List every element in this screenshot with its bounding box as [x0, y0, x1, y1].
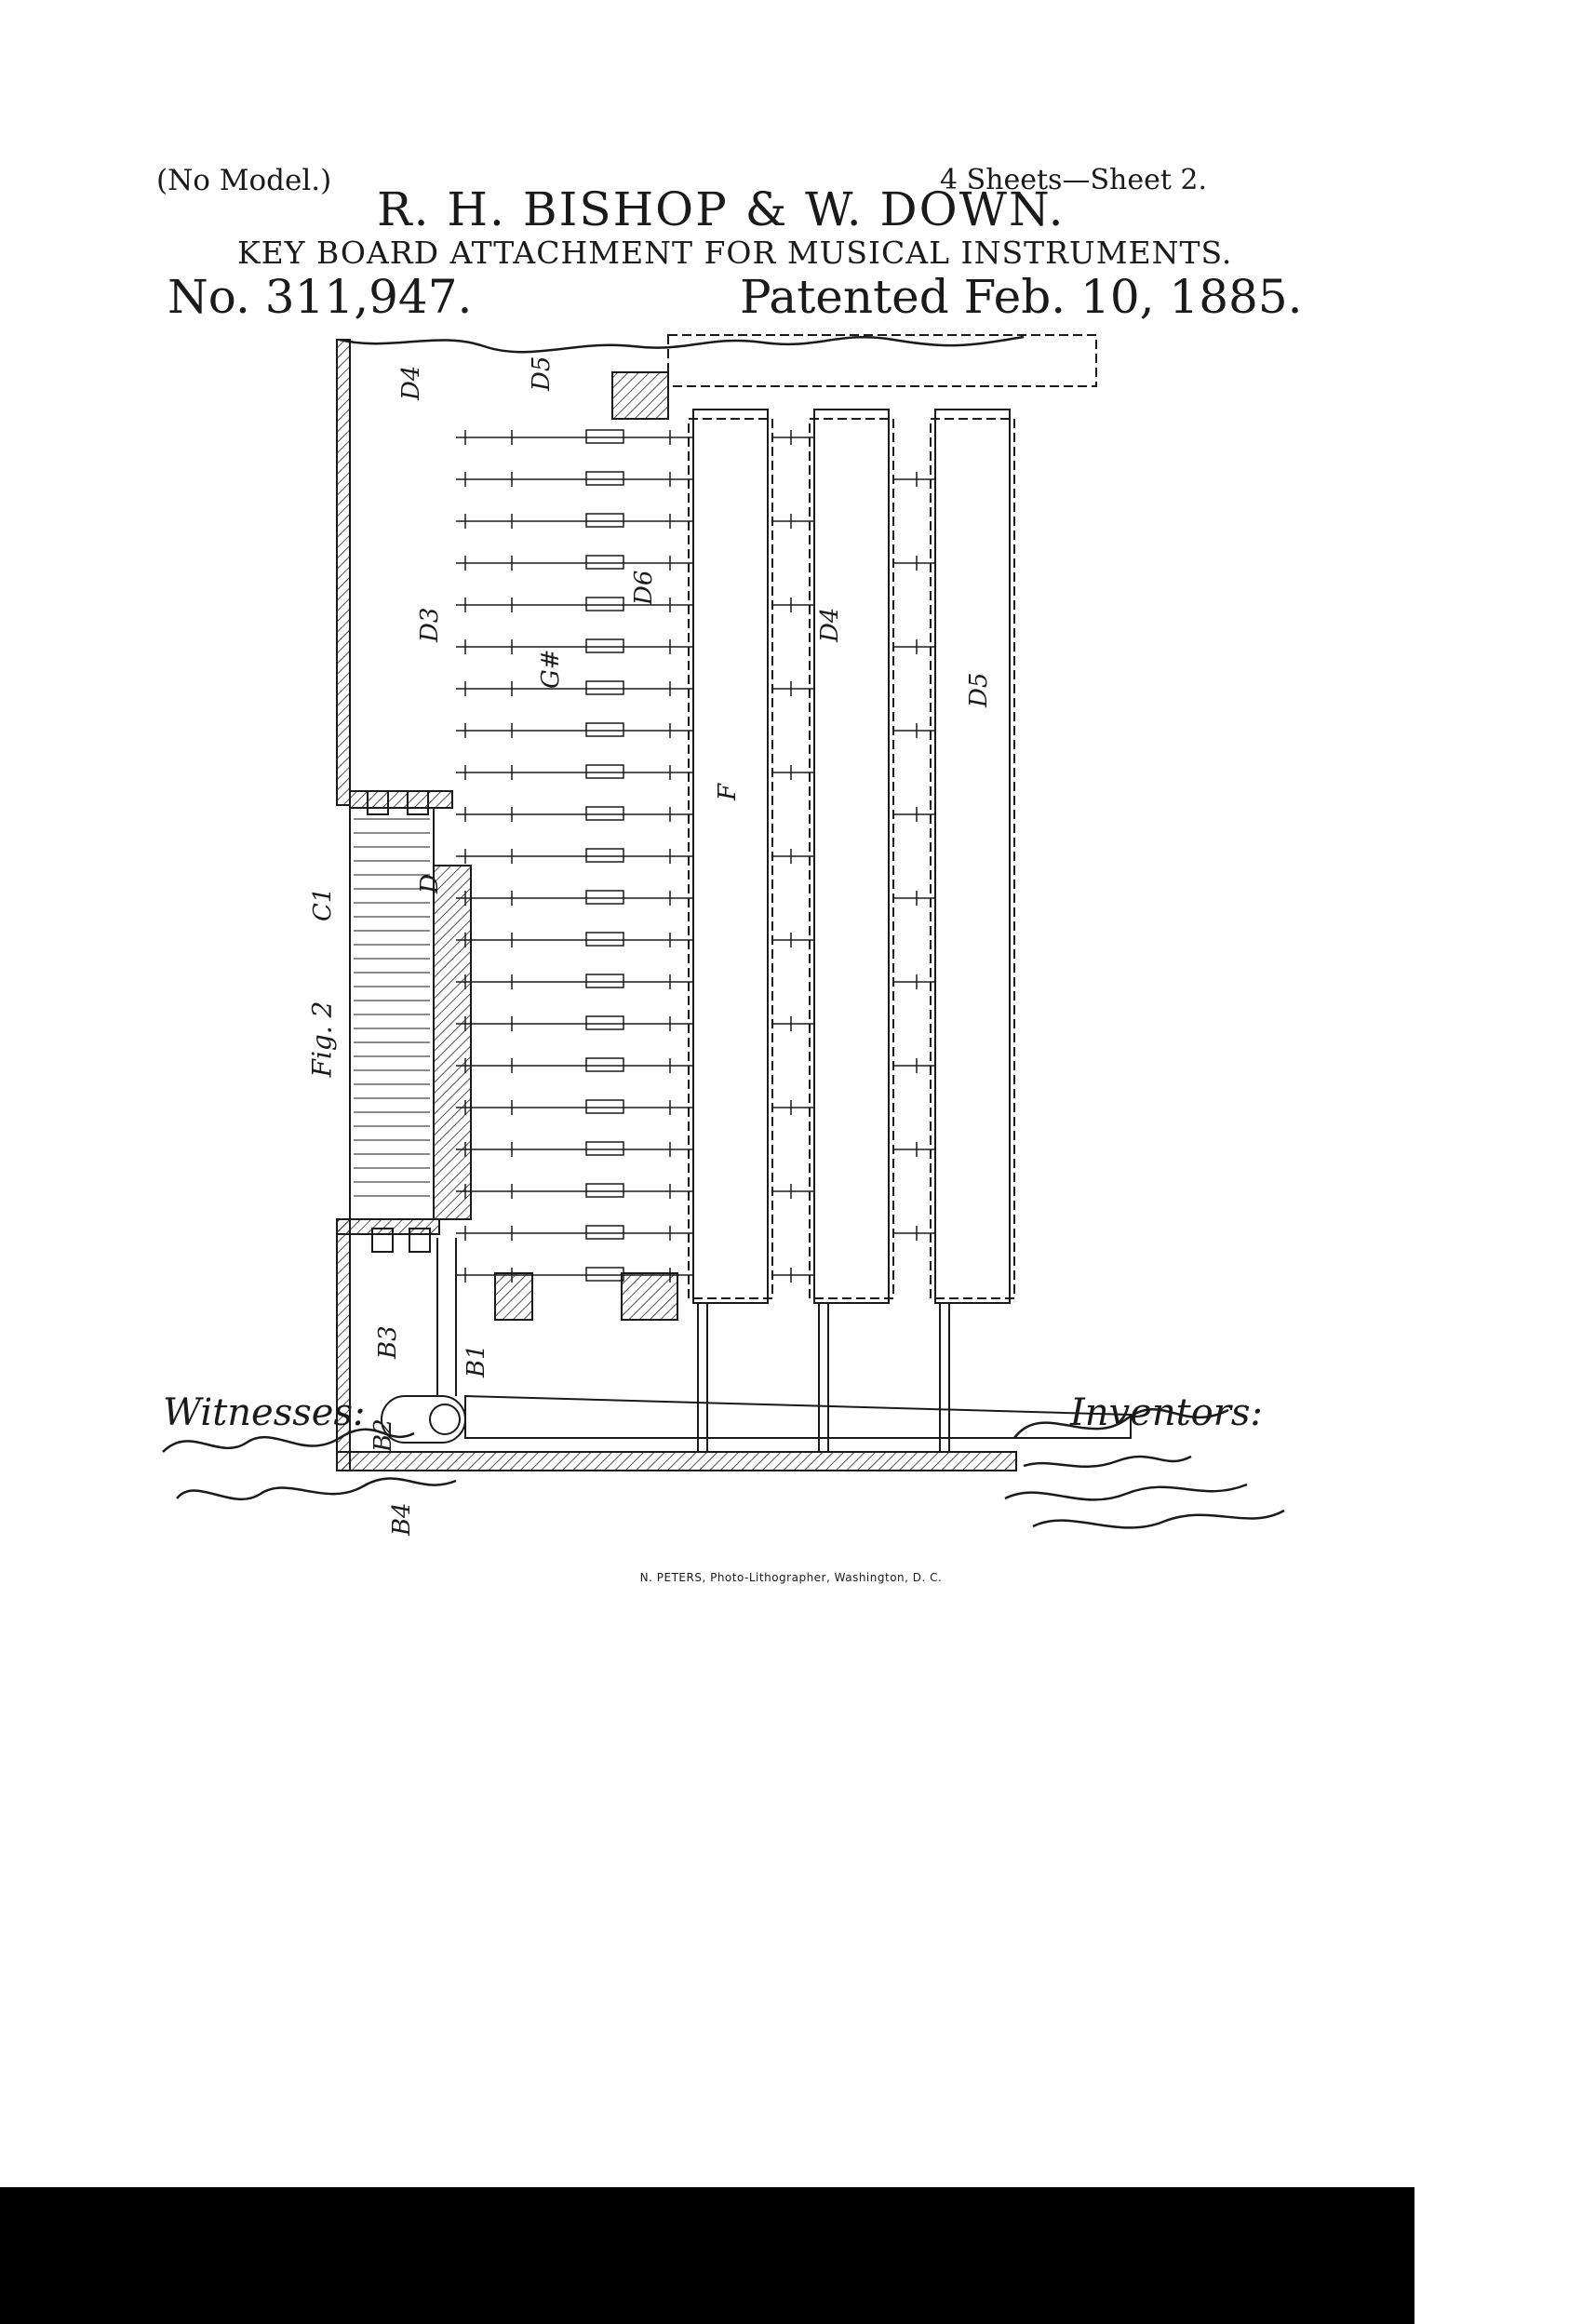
figure-label: Fig. 2	[306, 1001, 338, 1078]
reference-letter: C1	[309, 888, 337, 921]
reference-letter: B4	[388, 1502, 416, 1537]
patent-number: No. 311,947.	[168, 270, 473, 324]
printer-credit: N. PETERS, Photo-Lithographer, Washingto…	[639, 1571, 943, 1584]
model-note: (No Model.)	[156, 164, 332, 197]
scan-edge-bar	[0, 2187, 1414, 2324]
reference-letter: D4	[397, 366, 425, 401]
reference-letter: D3	[416, 608, 444, 643]
witnesses-label: Witnesses:	[163, 1391, 366, 1434]
reference-letter: D4	[816, 608, 844, 643]
patent-title: KEY BOARD ATTACHMENT FOR MUSICAL INSTRUM…	[237, 235, 1233, 271]
sheet-count: 4 Sheets—Sheet 2.	[940, 164, 1208, 196]
reference-letter: B2	[369, 1418, 397, 1453]
reference-letter: D6	[630, 571, 658, 606]
reference-letter: F	[714, 783, 742, 801]
reference-letter: D	[416, 874, 444, 894]
reference-letter: B1	[463, 1344, 490, 1378]
reference-letter: D5	[965, 673, 993, 708]
reference-letter: B3	[374, 1325, 402, 1360]
inventors-label: Inventors:	[1070, 1391, 1263, 1434]
inventors-title: R. H. BISHOP & W. DOWN.	[377, 182, 1066, 236]
reference-letter: G#	[537, 649, 565, 689]
patent-date: Patented Feb. 10, 1885.	[740, 270, 1303, 324]
reference-letter: D5	[528, 356, 556, 392]
